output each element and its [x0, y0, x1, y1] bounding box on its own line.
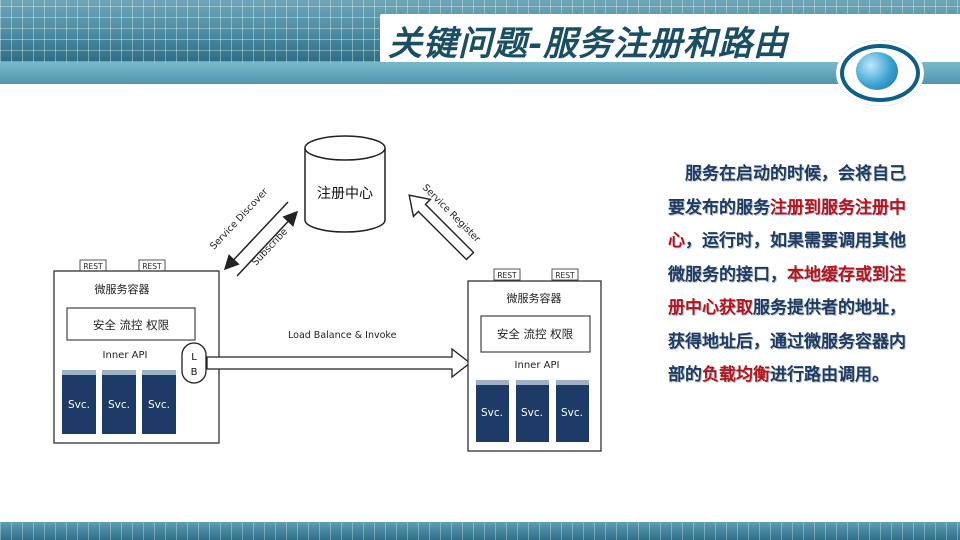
description-part-1: 服务在启动的时候，会将自己要发布的服务 — [668, 164, 906, 218]
left-security-label: 安全 流控 权限 — [93, 318, 170, 332]
load-balancer-capsule: L B — [181, 342, 207, 384]
discover-arrow — [223, 201, 289, 271]
right-rest-label-2: REST — [555, 271, 575, 280]
description-text: 服务在启动的时候，会将自己要发布的服务注册到服务注册中心，运行时，如果需要调用其… — [668, 158, 908, 393]
left-inner-api-label: Inner API — [103, 350, 148, 361]
footer-band — [0, 522, 960, 540]
registry-cylinder: 注册中心 — [304, 135, 386, 233]
registry-label: 注册中心 — [317, 186, 373, 202]
register-arrow — [408, 194, 475, 261]
right-container-title: 微服务容器 — [507, 291, 562, 305]
description-highlight-register: 注册到服务注册中心 — [668, 197, 906, 252]
description-part-4: 进行路由调用。 — [770, 365, 889, 385]
load-balance-arrow — [206, 347, 472, 379]
description-highlight-loadbalance: 负载均衡 — [702, 365, 770, 385]
left-svc-label-1: Svc. — [68, 399, 90, 411]
globe-logo-icon — [836, 40, 924, 106]
service-discover-label: Service Discover — [208, 186, 270, 252]
lb-letter-l: L — [191, 352, 197, 363]
right-inner-api-label: Inner API — [515, 360, 560, 371]
description-part-2: ，运行时，如果需要调用其他微服务的接口， — [668, 231, 906, 285]
slide-title: 关键问题-服务注册和路由 — [388, 24, 789, 64]
right-microservice-container: REST REST 微服务容器 安全 流控 权限 Inner API Svc. … — [467, 268, 602, 452]
header-band — [0, 62, 960, 84]
right-rest-label-1: REST — [497, 271, 517, 280]
left-svc-label-2: Svc. — [108, 399, 130, 411]
description-part-3: 服务提供者的地址，获得地址后，通过微服务容器内部的 — [668, 298, 906, 385]
description-highlight-cache: 本地缓存或到注册中心获取 — [668, 264, 906, 319]
left-svc-label-3: Svc. — [148, 399, 170, 411]
subscribe-label: Subscribe — [250, 226, 290, 268]
right-svc-label-1: Svc. — [481, 407, 503, 419]
right-svc-label-2: Svc. — [521, 407, 543, 419]
left-rest-label-2: REST — [142, 262, 162, 271]
left-container-title: 微服务容器 — [95, 282, 150, 296]
lb-letter-b: B — [191, 367, 198, 378]
subscribe-arrow — [236, 210, 299, 277]
left-rest-label-1: REST — [83, 262, 103, 271]
right-security-label: 安全 流控 权限 — [497, 327, 574, 341]
load-balance-label: Load Balance & Invoke — [288, 330, 397, 341]
globe-icon — [856, 52, 898, 90]
right-svc-label-3: Svc. — [561, 407, 583, 419]
